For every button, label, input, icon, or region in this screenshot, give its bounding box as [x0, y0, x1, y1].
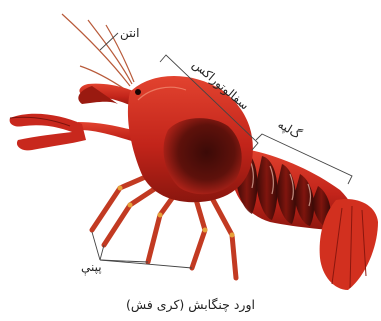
antenna-label: انتن: [120, 27, 139, 39]
figure-caption: اورد چنگابش (کری فش): [0, 299, 381, 312]
eye-icon: [135, 89, 141, 95]
legs-leader-4: [92, 232, 100, 260]
legs-label: پپنې: [81, 261, 102, 273]
legs-leader-1: [100, 245, 104, 260]
tail-fan: [320, 199, 378, 290]
